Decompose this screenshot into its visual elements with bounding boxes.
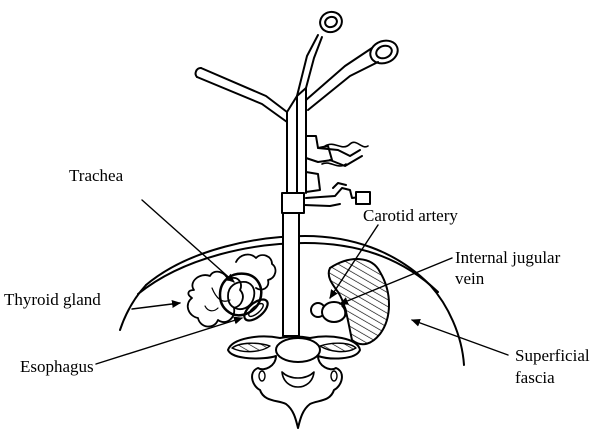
trachea-ring: [220, 274, 261, 316]
label-superficial-line2: fascia: [515, 368, 555, 387]
arrow-superficial-fascia: [412, 320, 508, 355]
internal-jugular-vein-shape: [322, 302, 346, 322]
arrow-trachea: [142, 200, 234, 282]
label-internal-jugular-line1: Internal jugular: [455, 248, 560, 267]
arrow-thyroid-gland: [132, 303, 180, 309]
esophagus-shape: [241, 296, 271, 325]
label-thyroid-gland: Thyroid gland: [4, 290, 101, 309]
label-trachea: Trachea: [69, 166, 123, 185]
label-esophagus: Esophagus: [20, 357, 94, 376]
vertebra-icon: [228, 337, 360, 429]
label-internal-jugular-line2: vein: [455, 269, 484, 288]
label-superficial-line1: Superficial: [515, 346, 590, 365]
arrow-esophagus: [96, 318, 242, 364]
label-carotid-artery: Carotid artery: [363, 206, 458, 225]
